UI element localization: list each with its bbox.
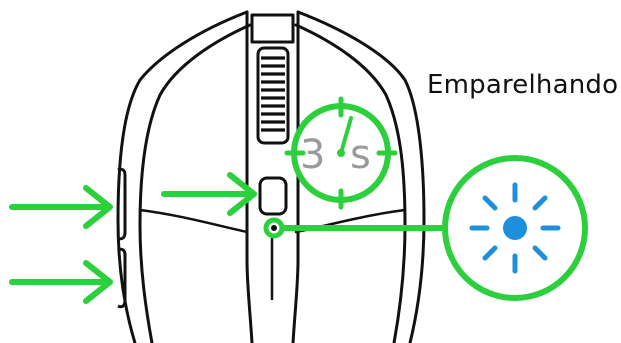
press-arrows <box>9 172 257 304</box>
led-indicator-dot <box>271 225 277 231</box>
left-button-seam <box>138 208 249 234</box>
led-rays <box>469 182 561 274</box>
dpi-button <box>258 176 288 216</box>
timer-digit: 3 <box>300 132 325 178</box>
led-callout <box>263 217 455 239</box>
side-button-back <box>117 247 127 309</box>
mouse-right-shell <box>296 10 426 343</box>
arrow-right-icon <box>161 172 257 216</box>
scroll-wheel-housing <box>256 46 290 145</box>
center-channel-left <box>245 10 254 343</box>
stopwatch-icon: 3 s <box>284 96 398 210</box>
timer-unit: s <box>350 132 371 178</box>
scroll-wheel-ridges <box>261 56 285 132</box>
side-button-forward <box>117 167 127 241</box>
scroll-wheel <box>256 46 290 145</box>
center-channel-right <box>291 10 300 343</box>
channel-lower <box>258 176 288 300</box>
stopwatch-pivot <box>337 149 345 157</box>
mouse-left-shell <box>116 10 249 343</box>
led-core <box>503 216 527 240</box>
stopwatch-hand <box>339 116 353 155</box>
mouse-right-inner <box>294 23 407 343</box>
arrow-right-icon <box>9 185 113 229</box>
mouse-left-inner <box>138 23 252 343</box>
channel-top-cap <box>250 13 295 44</box>
side-buttons <box>117 167 127 309</box>
led-blink-icon <box>442 155 588 301</box>
mouse-body <box>116 10 426 343</box>
arrow-right-icon <box>9 260 113 304</box>
pairing-status-label: Emparelhando <box>427 70 619 100</box>
